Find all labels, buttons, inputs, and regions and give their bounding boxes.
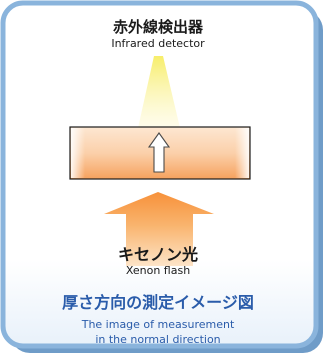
flash-label-ja: キセノン光: [117, 245, 198, 264]
detector-label-en: Infrared detector: [111, 37, 205, 50]
flash-label-en: Xenon flash: [125, 264, 191, 277]
caption-line-2: in the normal direction: [95, 333, 221, 346]
caption-line-1: The image of measurement: [81, 318, 235, 331]
sample-edge-left: [71, 128, 85, 178]
heat-arrow-icon: [147, 132, 171, 173]
sample-edge-right: [235, 128, 249, 178]
detector-label-ja: 赤外線検出器: [112, 18, 203, 36]
caption-title-ja: 厚さ方向の測定イメージ図: [62, 293, 254, 312]
caption-text-en: The image of measurement in the normal d…: [0, 317, 316, 347]
flash-arrow-icon: [104, 192, 214, 266]
infrared-beam: [138, 56, 180, 128]
